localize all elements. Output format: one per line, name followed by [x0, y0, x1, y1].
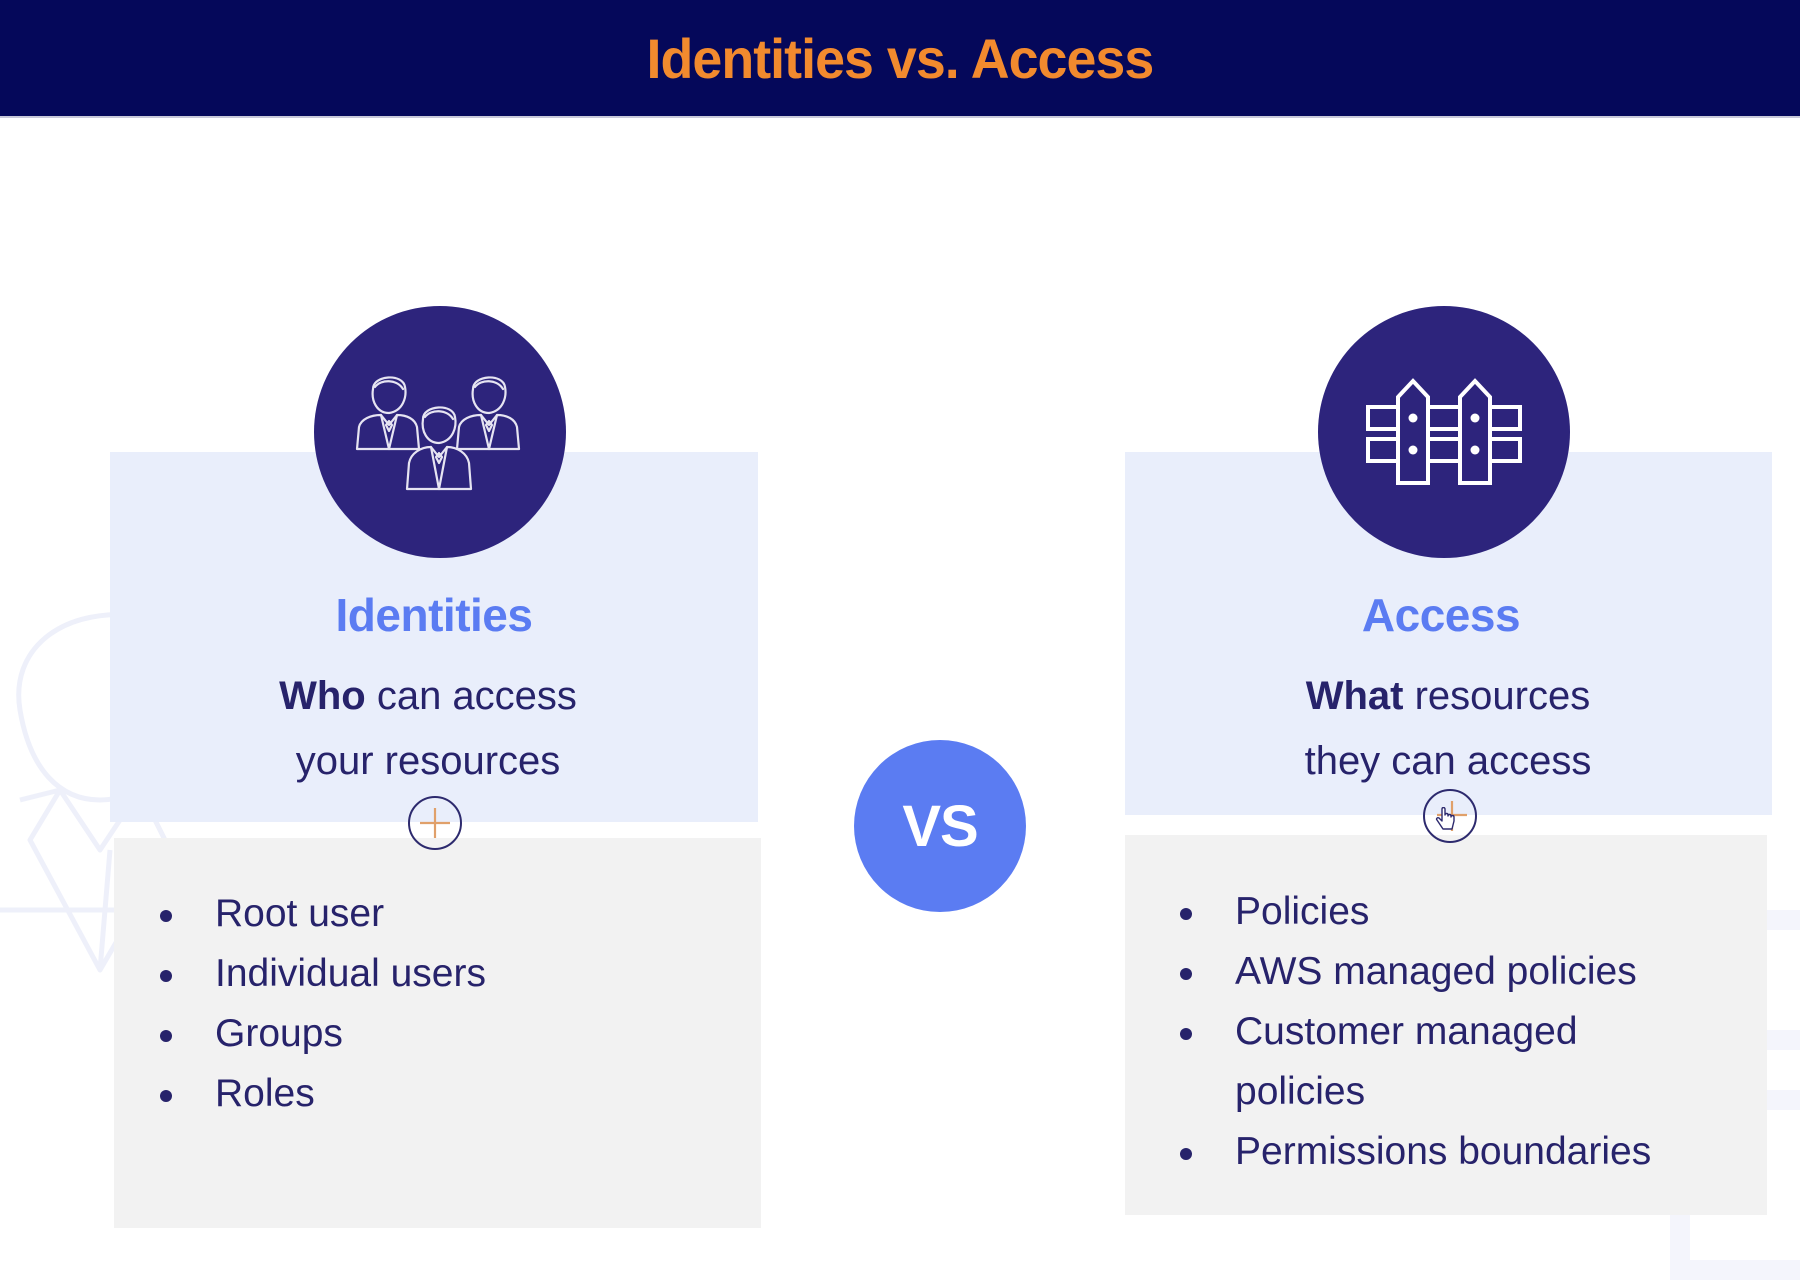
- vs-label: VS: [902, 793, 978, 859]
- slide-header: Identities vs. Access: [0, 0, 1800, 118]
- slide-title: Identities vs. Access: [646, 26, 1155, 90]
- list-item: Customer managed policies: [1178, 1002, 1651, 1122]
- identities-subtitle-rest: can access: [365, 674, 577, 718]
- identities-subtitle-line2: your resources: [295, 739, 561, 783]
- identities-subtitle-bold: Who: [279, 674, 366, 718]
- plus-icon: [420, 808, 450, 838]
- access-list: Policies AWS managed policies Customer m…: [1178, 882, 1651, 1182]
- identities-subtitle: Who can access your resources: [104, 664, 752, 794]
- access-heading: Access: [1361, 589, 1521, 641]
- list-item: AWS managed policies: [1178, 942, 1651, 1002]
- access-subtitle-line2: they can access: [1304, 739, 1592, 783]
- access-subtitle-line1: What resources: [1124, 664, 1772, 729]
- vs-badge: VS: [854, 740, 1026, 912]
- list-item-line2: policies: [1235, 1070, 1366, 1113]
- list-item: Individual users: [158, 944, 486, 1004]
- fence-icon: [1366, 378, 1522, 485]
- identities-expand-button[interactable]: [408, 796, 462, 850]
- identities-icon-circle: [314, 306, 566, 558]
- list-item: Roles: [158, 1064, 486, 1124]
- access-list-box: [1125, 835, 1767, 1215]
- identities-list: Root user Individual users Groups Roles: [158, 884, 486, 1124]
- hand-pointer-icon: [1435, 807, 1455, 830]
- list-item: Groups: [158, 1004, 486, 1064]
- list-item: Policies: [1178, 882, 1651, 942]
- identities-heading: Identities: [335, 589, 533, 641]
- access-expand-button[interactable]: [1423, 789, 1477, 843]
- list-item: Root user: [158, 884, 486, 944]
- list-item-line1: Customer managed: [1235, 1010, 1578, 1053]
- people-group-icon: [355, 376, 521, 491]
- access-subtitle-bold: What: [1305, 674, 1404, 718]
- access-icon-circle: [1318, 306, 1570, 558]
- identities-subtitle-line1: Who can access: [104, 664, 752, 729]
- list-item: Permissions boundaries: [1178, 1122, 1651, 1182]
- identities-list-box: [114, 838, 761, 1228]
- access-subtitle-rest: resources: [1403, 674, 1591, 718]
- access-subtitle: What resources they can access: [1124, 664, 1772, 794]
